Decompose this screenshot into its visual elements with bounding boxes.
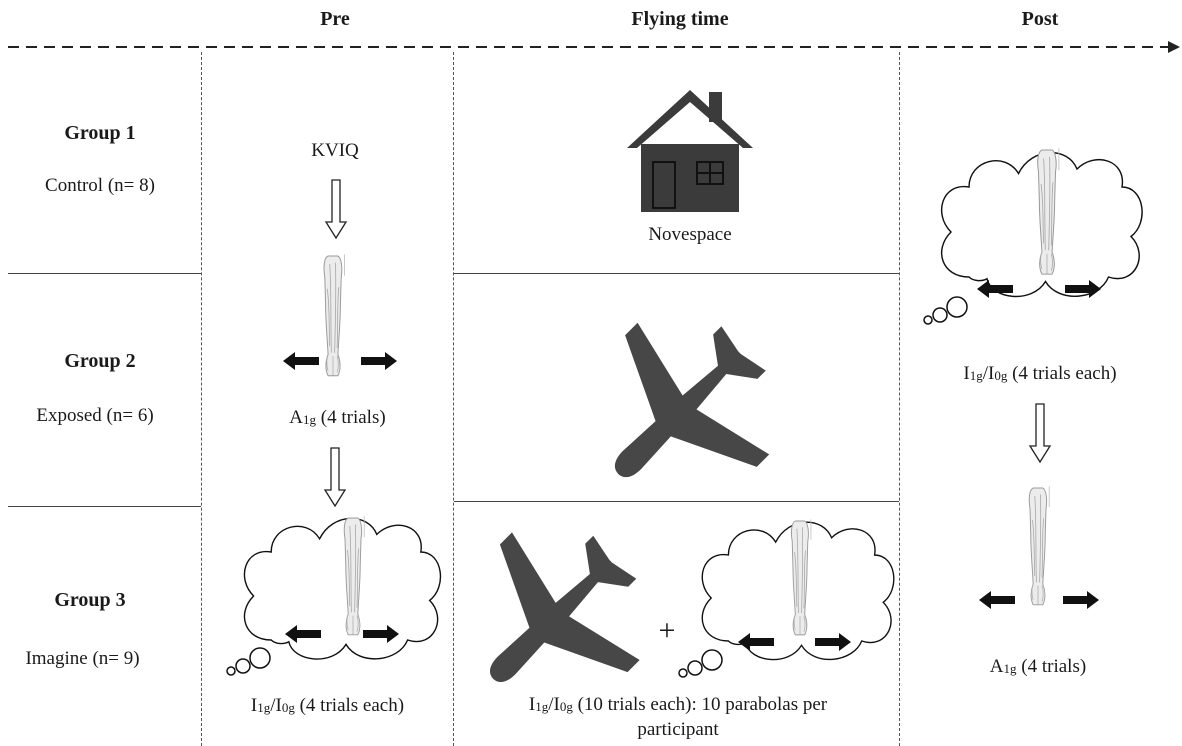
row-separator-2 (8, 506, 201, 507)
column-header-post: Post (1021, 8, 1059, 30)
arm-figure-icon (343, 515, 365, 636)
arrow-left-icon (979, 591, 1015, 609)
pre-actual-label: A1g (4 trials) (289, 407, 386, 428)
group-3-title: Group 3 (54, 589, 126, 611)
house-icon (627, 90, 753, 212)
group-1-description: Control (n= 8) (45, 175, 155, 196)
arrow-left-icon (738, 633, 774, 651)
arm-figure-icon (790, 518, 812, 636)
pre-imagine-label: I1g/I0g (4 trials each) (250, 695, 405, 716)
arrow-right-icon (1063, 591, 1099, 609)
down-arrow-icon (324, 179, 348, 240)
arrow-left-icon (283, 352, 319, 370)
group-1-title: Group 1 (64, 122, 136, 144)
separator-pre-flying (453, 52, 454, 746)
airplane-icon (429, 493, 679, 743)
arrow-right-icon (363, 625, 399, 643)
airplane-icon (552, 282, 810, 540)
down-arrow-icon (1028, 403, 1052, 464)
post-actual-label: A1g (4 trials) (989, 656, 1087, 677)
column-header-pre: Pre (320, 8, 350, 30)
row-separator-1 (8, 273, 201, 274)
flying-separator-1 (454, 273, 899, 274)
group-2-title: Group 2 (64, 350, 136, 372)
timeline-arrow (8, 41, 1180, 53)
arrow-right-icon (1065, 280, 1101, 298)
separator-flying-post (899, 52, 900, 746)
novespace-label: Novespace (648, 224, 732, 245)
arrow-right-icon (815, 633, 851, 651)
down-arrow-icon (323, 447, 347, 508)
column-header-flying: Flying time (631, 8, 729, 30)
group-2-description: Exposed (n= 6) (36, 405, 154, 426)
flying-imagine-label-line2: participant (637, 719, 719, 740)
separator-pre-left (201, 52, 202, 746)
flying-imagine-label: I1g/I0g (10 trials each): 10 parabolas p… (528, 694, 828, 715)
group-3-description: Imagine (n= 9) (25, 648, 140, 669)
kviq-label: KVIQ (311, 140, 359, 161)
arrow-right-icon (361, 352, 397, 370)
arm-figure-icon (1028, 485, 1050, 606)
arm-figure-icon (323, 253, 345, 377)
flying-separator-2 (454, 501, 899, 502)
arrow-left-icon (285, 625, 321, 643)
arrow-left-icon (977, 280, 1013, 298)
plus-sign: + (658, 614, 676, 647)
post-imagine-label: I1g/I0g (4 trials each) (963, 363, 1117, 384)
